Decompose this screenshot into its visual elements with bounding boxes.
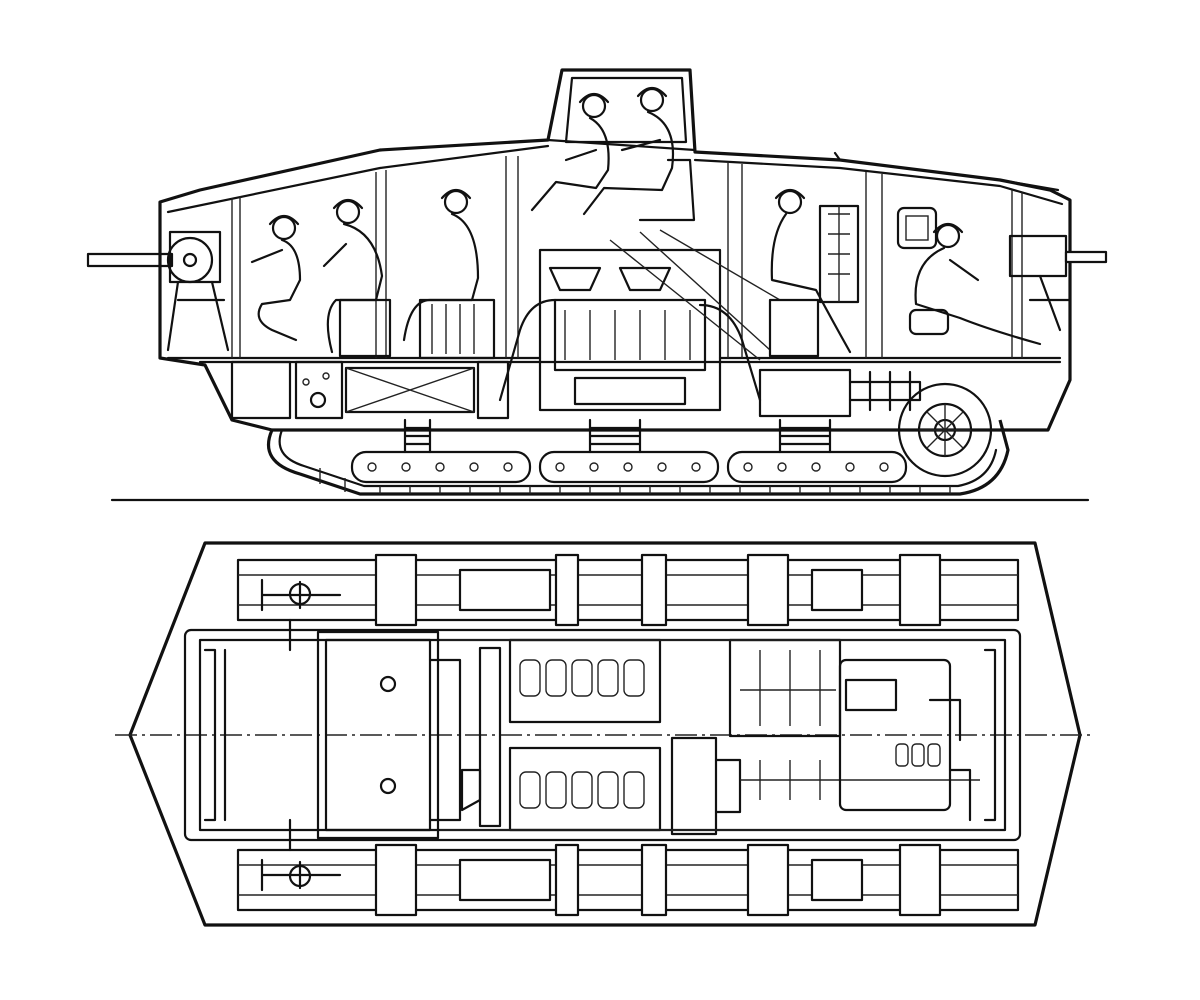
plan-engines [428, 638, 662, 832]
crew-figures [250, 86, 1042, 360]
rear-sprocket [897, 382, 993, 478]
plan-bogies-bottom [260, 843, 942, 917]
crew-rear-gunner-1 [768, 188, 852, 358]
gun-barrel [86, 252, 174, 268]
front-gun [86, 230, 230, 352]
side-elevation-view [86, 68, 1108, 502]
plan-view [115, 541, 1090, 927]
plan-gearbox [670, 638, 997, 836]
track-links [319, 468, 951, 494]
transmission [758, 204, 938, 418]
plan-inner-frame [183, 628, 1022, 842]
plan-track-bottom [236, 848, 1020, 912]
rear-door [896, 206, 938, 250]
rear-gun [1008, 234, 1108, 332]
bogie-3 [726, 450, 908, 484]
track-assembly [266, 418, 1010, 496]
road-wheels [367, 462, 889, 472]
engine [498, 229, 781, 412]
crew-driver [530, 92, 610, 212]
plan-front-compartment [203, 618, 440, 852]
crew-loader-front [322, 198, 392, 358]
crossed-panel [344, 366, 476, 414]
plan-track-top [236, 558, 1020, 622]
plan-bogies-top [260, 553, 942, 627]
crew-gunner-front [250, 214, 302, 342]
roof-line [166, 144, 1064, 214]
frame-posts [231, 156, 1023, 358]
gun-mount [168, 230, 222, 284]
track-outline [266, 419, 1010, 496]
bogie-2 [538, 450, 720, 484]
lower-hull-equipment [230, 360, 510, 420]
gun-handwheel [166, 236, 214, 284]
bogie-1 [350, 450, 532, 484]
crew-side-gunner [402, 188, 496, 360]
crew-rear-gunner-2 [908, 222, 1042, 346]
plan-shafts [440, 639, 1000, 831]
suspension-springs [403, 418, 832, 454]
crew-commander [582, 86, 696, 222]
commander-cupola [546, 76, 697, 152]
